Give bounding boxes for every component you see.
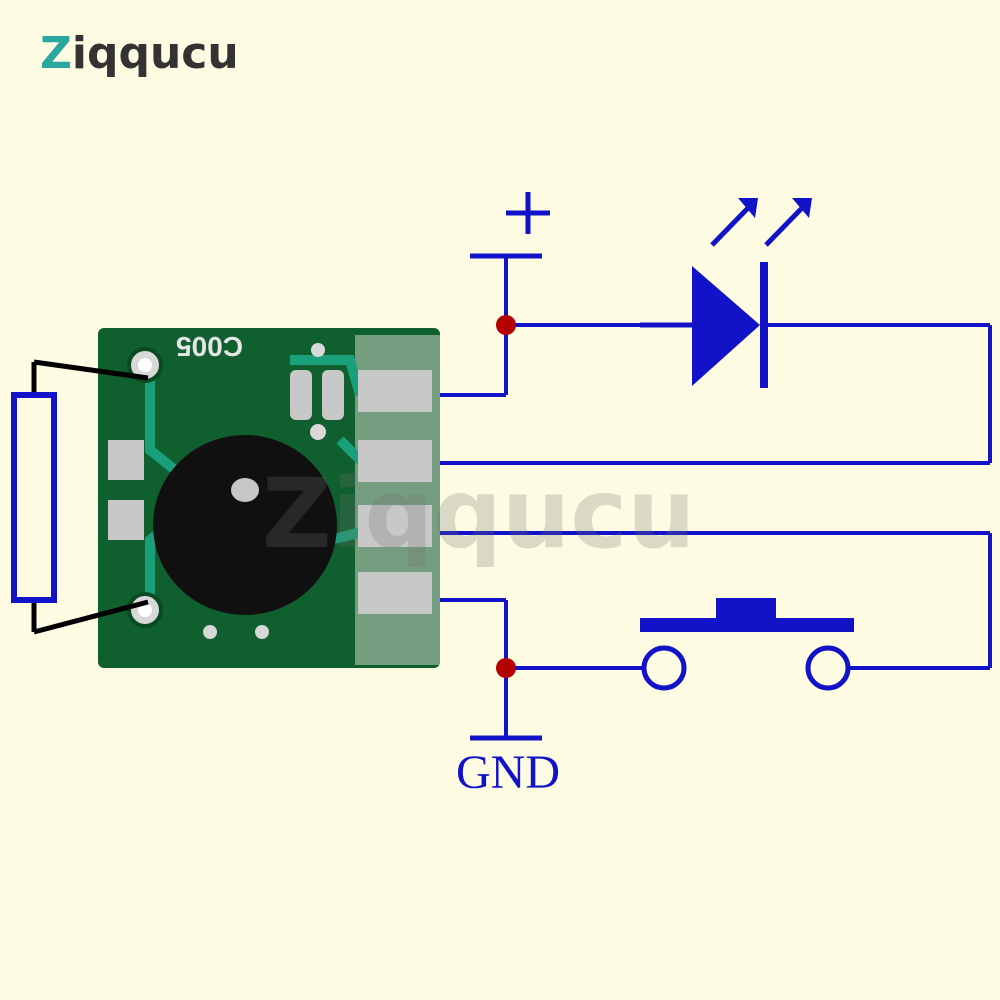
resistor-icon [11, 392, 57, 603]
wires [440, 253, 992, 741]
pcb-hole-inner [138, 358, 152, 372]
switch-contact-right [805, 645, 851, 691]
chip-label: C005 [176, 331, 243, 362]
pcb-via [255, 625, 269, 639]
brand-logo-rest: iqqucu [71, 28, 239, 79]
pcb-pad [108, 440, 144, 480]
chip-blob [153, 435, 337, 615]
led-light-arrowhead-2 [792, 198, 812, 218]
pcb-pad-1 [358, 370, 432, 412]
pcb-trace [290, 355, 365, 397]
pcb-pad [322, 370, 344, 420]
led-light-arrow-2 [764, 206, 804, 247]
resistor-lead-bottom [33, 599, 149, 635]
chip-highlight [231, 478, 259, 502]
resistor [11, 359, 149, 635]
plus-sign-icon [506, 192, 550, 234]
switch-actuator-top [716, 598, 776, 620]
led-triangle [692, 266, 760, 386]
switch-contact-left [641, 645, 687, 691]
brand-logo-text: Ziqqucu [40, 28, 239, 79]
switch-contact-bar [640, 618, 854, 632]
pcb-via [310, 424, 326, 440]
pcb-pad-3 [358, 505, 432, 547]
pcb-pad [108, 500, 144, 540]
led-icon [640, 198, 812, 388]
pcb-via [311, 343, 325, 357]
push-button-switch-icon [640, 598, 854, 691]
pcb-hole-inner [138, 603, 152, 617]
pcb-pad [290, 370, 312, 420]
resistor-lead-top [33, 359, 149, 381]
pcb-pad-2 [358, 440, 432, 482]
brand-logo-initial: Z [40, 28, 72, 79]
led-light-arrow-1 [710, 206, 750, 247]
junction-dot-top [496, 315, 516, 335]
gnd-label: GND [456, 746, 560, 799]
brand-logo: Ziqqucu [40, 28, 239, 79]
junction-dot-bottom [496, 658, 516, 678]
led-light-arrowhead-1 [738, 198, 758, 218]
pcb-via [203, 625, 217, 639]
pcb-trace [145, 370, 179, 474]
pcb-module [98, 328, 440, 668]
pcb-pad-4 [358, 572, 432, 614]
plus-label: + [508, 186, 540, 240]
